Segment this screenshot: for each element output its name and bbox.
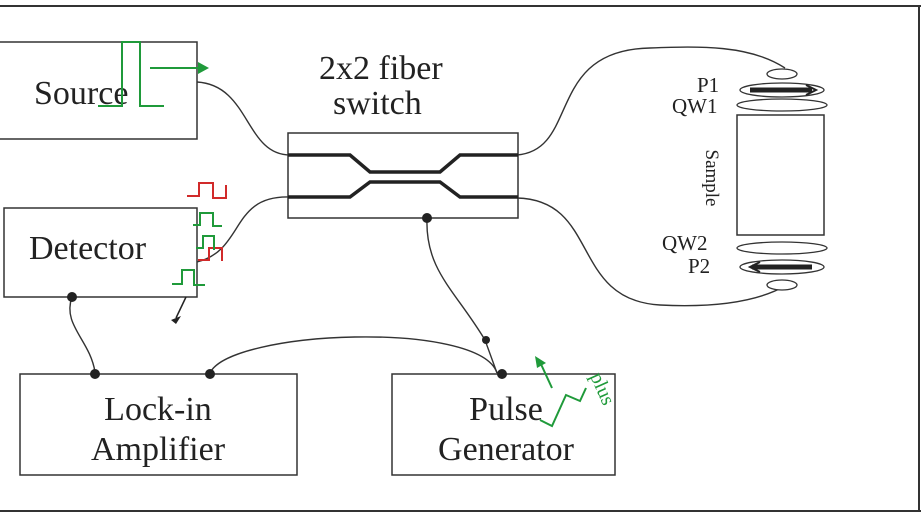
lockin-amplifier-block: Lock-in Amplifier (19, 373, 298, 476)
polarizer-p2-arrow-icon (747, 261, 761, 273)
sample-label: Sample (701, 150, 722, 207)
fiber-detector-to-switch (196, 196, 291, 263)
lockin-label-line1: Lock-in (104, 391, 212, 428)
plus-arrow-icon (535, 356, 546, 368)
junction-dot (67, 292, 77, 302)
switch-body (287, 132, 519, 219)
junction-dot (422, 213, 432, 223)
polarizer-p1-arrow-icon (805, 84, 819, 96)
lens-top (766, 68, 798, 80)
fiber-switch-to-p1 (516, 46, 786, 156)
p1-label: P1 (697, 73, 719, 97)
green-pulse-3 (172, 269, 205, 286)
qw2-label: QW2 (662, 231, 708, 255)
red-pulse-2 (198, 247, 223, 261)
waveplate-qw1 (736, 98, 828, 112)
junction-dot (482, 336, 490, 344)
green-pulse-1 (193, 212, 222, 227)
lens-bottom (766, 279, 798, 291)
wire-switch-to-pulse (426, 217, 498, 374)
wire-lockin-to-pulse (209, 336, 498, 374)
source-pulse-waveform (98, 41, 164, 107)
switch-label-line2: switch (333, 85, 422, 122)
junction-dot (205, 369, 215, 379)
source-block: Source (0, 41, 198, 140)
source-pulse-signal (98, 41, 209, 107)
pulse-label-line1: Pulse (469, 391, 543, 428)
detector-arrow-shaft (175, 296, 187, 319)
fiber-switch: 2x2 fiber switch (287, 50, 519, 219)
sample-block (736, 114, 825, 236)
source-pulse-arrow-icon (198, 62, 209, 74)
green-pulse-2 (196, 235, 215, 250)
detector-block: Detector (3, 207, 198, 298)
waveplate-qw2 (736, 241, 828, 255)
wire-detector-to-lockin (69, 296, 96, 373)
junction-dot (90, 369, 100, 379)
lockin-label-line2: Amplifier (91, 431, 226, 468)
switch-label-line1: 2x2 fiber (319, 50, 443, 87)
plus-pulse-waveform (539, 387, 587, 428)
junction-dots (67, 213, 507, 379)
pulse-label-line2: Generator (438, 431, 575, 468)
junction-dot (497, 369, 507, 379)
detector-return-signals (171, 182, 227, 324)
pulse-generator-block: Pulse Generator (391, 373, 616, 476)
detector-arrow-icon (171, 316, 181, 324)
optics-assembly: P1 QW1 Sample QW2 P2 (662, 68, 828, 291)
red-pulse-1 (187, 182, 227, 199)
fiber-switch-to-p2 (516, 197, 786, 307)
switch-coupler-upper (288, 153, 518, 174)
fiber-source-to-switch (196, 81, 291, 156)
plus-arrow-shaft (539, 361, 553, 389)
switch-coupler-lower (288, 180, 518, 199)
detector-label: Detector (29, 230, 147, 267)
qw1-label: QW1 (672, 94, 718, 118)
p2-label: P2 (688, 254, 710, 278)
